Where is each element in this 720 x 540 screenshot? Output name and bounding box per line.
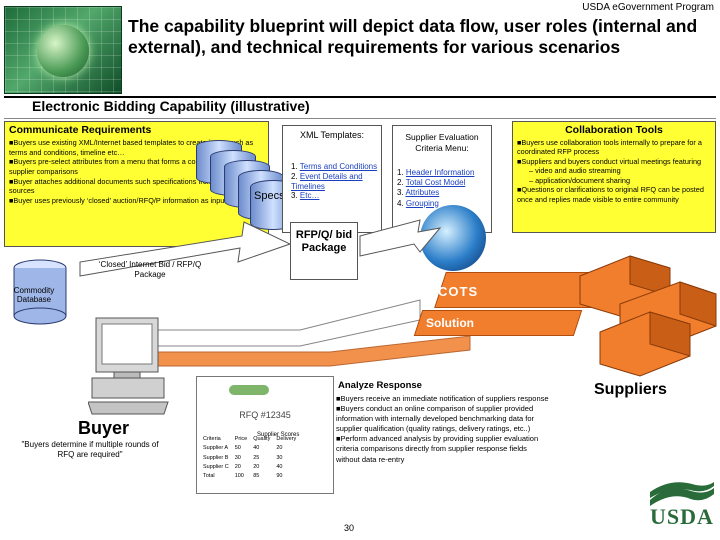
table-header: Delivery (276, 436, 297, 442)
table-header: Criteria (203, 436, 221, 442)
usda-hills-icon (650, 482, 714, 506)
template-link-etc[interactable]: Etc… (299, 191, 320, 201)
table-cell: Total (203, 473, 215, 480)
table-row: Supplier C 20 20 40 (200, 463, 299, 472)
list-number: 1. (291, 162, 298, 171)
table-header-row: Criteria Price Quality Delivery (200, 435, 299, 444)
xml-templates-panel: XML Templates: 1. Terms and Conditions 2… (282, 125, 382, 233)
list-number: 2. (291, 171, 298, 181)
communicate-title: Communicate Requirements (9, 124, 152, 136)
cots-label: COTS (438, 284, 479, 299)
collaboration-sub-bullet: – video and audio streaming (529, 166, 621, 176)
table-cell: 90 (276, 473, 283, 480)
criteria-link-total-cost[interactable]: Total Cost Model (405, 178, 466, 188)
buyer-label: Buyer (78, 418, 130, 438)
analyze-response-section: Analyze Response ■Buyers receive an imme… (336, 380, 550, 465)
communicate-bullet: ■Buyers use existing XML/Internet based … (9, 138, 254, 157)
list-number: 2. (397, 178, 404, 188)
criteria-link-grouping[interactable]: Grouping (405, 198, 439, 208)
communicate-bullet: ■Buyer uses previously ‘closed’ auction/… (9, 195, 227, 205)
collaboration-tools-box: Collaboration Tools ■Buyers use collabor… (512, 121, 716, 233)
table-cell: Supplier A (203, 445, 229, 452)
criteria-link-header[interactable]: Header Information (405, 168, 475, 177)
table-row: Supplier A 50 40 20 (200, 444, 299, 453)
communicate-bullet: ■Buyer attaches additional documents suc… (9, 176, 239, 196)
specs-label: Specs (254, 190, 285, 202)
table-cell: Supplier B (203, 454, 229, 461)
supplier-scores-table: Criteria Price Quality Delivery Supplier… (200, 435, 299, 482)
collaboration-bullet: ■Questions or clarifications to original… (517, 185, 704, 204)
collaboration-sub-bullet: – application/document sharing (529, 175, 631, 185)
analyze-bullet: ■Perform advanced analysis by providing … (336, 434, 539, 464)
table-header: Price (234, 436, 248, 442)
rfp-package-label: RFP/Q/ bid Package (290, 222, 358, 280)
table-cell: 40 (276, 464, 283, 471)
section-title: Electronic Bidding Capability (illustrat… (32, 98, 310, 114)
table-cell: 30 (234, 454, 241, 461)
commerce-logo (229, 385, 269, 395)
xml-templates-title: XML Templates: (299, 130, 365, 140)
slide-title: The capability blueprint will depict dat… (128, 16, 698, 58)
collaboration-title: Collaboration Tools (565, 124, 663, 136)
title-divider (4, 96, 716, 98)
list-number: 4. (397, 198, 404, 208)
page-number: 30 (344, 523, 355, 533)
table-cell: 40 (253, 445, 260, 452)
closed-package-label: ‘Closed’ Internet Bid / RFP/Q Package (98, 260, 202, 280)
analyze-title: Analyze Response (338, 380, 422, 391)
analyze-bullet: ■Buyers conduct an online comparison of … (336, 403, 535, 434)
criteria-link-attributes[interactable]: Attributes (405, 188, 440, 198)
communicate-bullet: ■Buyers pre-select attributes from a men… (9, 157, 246, 176)
rfq-scores-panel: RFQ #12345 Supplier Scores Criteria Pric… (196, 376, 334, 494)
collaboration-bullet: ■Buyers use collaboration tools internal… (517, 138, 702, 157)
computer-icon (88, 317, 169, 415)
table-cell: 50 (234, 445, 241, 452)
table-cell: 20 (276, 445, 283, 452)
egov-logo-image (4, 6, 122, 94)
analyze-bullet: ■Buyers receive an immediate notificatio… (336, 393, 549, 403)
table-cell: 30 (276, 454, 283, 461)
table-header: Quality (253, 436, 271, 442)
supplier-buildings-icon (579, 255, 717, 377)
table-cell: 25 (253, 454, 260, 461)
usda-text: USDA (650, 504, 714, 529)
list-number: 3. (397, 188, 404, 198)
database-icon (13, 259, 67, 325)
suppliers-label: Suppliers (594, 381, 667, 398)
solution-label: Solution (426, 316, 474, 330)
table-cell: 85 (253, 473, 260, 480)
buyer-note: "Buyers determine if multiple rounds of … (21, 440, 159, 460)
list-number: 1. (397, 168, 404, 177)
table-cell: Supplier C (203, 464, 229, 471)
table-row: Total 100 85 90 (200, 472, 299, 481)
table-cell: 100 (234, 473, 244, 480)
supplier-scores-title: Supplier Scores (257, 432, 300, 438)
program-label: USDA eGovernment Program (582, 2, 714, 13)
template-link-event-details[interactable]: Event Details and Timelines (291, 171, 363, 191)
table-cell: 20 (253, 464, 260, 471)
table-row: Supplier B 30 25 30 (200, 454, 299, 463)
section-divider (4, 118, 716, 119)
list-number: 3. (291, 191, 298, 201)
collaboration-bullet: ■Suppliers and buyers conduct virtual me… (517, 156, 702, 166)
supplier-evaluation-title: Supplier Evaluation Criteria Menu: (405, 132, 479, 154)
table-cell: 20 (234, 464, 241, 471)
usda-logo: USDA (648, 480, 716, 528)
rfq-number: RFQ #12345 (239, 410, 291, 420)
template-link-terms[interactable]: Terms and Conditions (299, 162, 378, 171)
commodity-database-label: Commodity Database (13, 286, 55, 304)
